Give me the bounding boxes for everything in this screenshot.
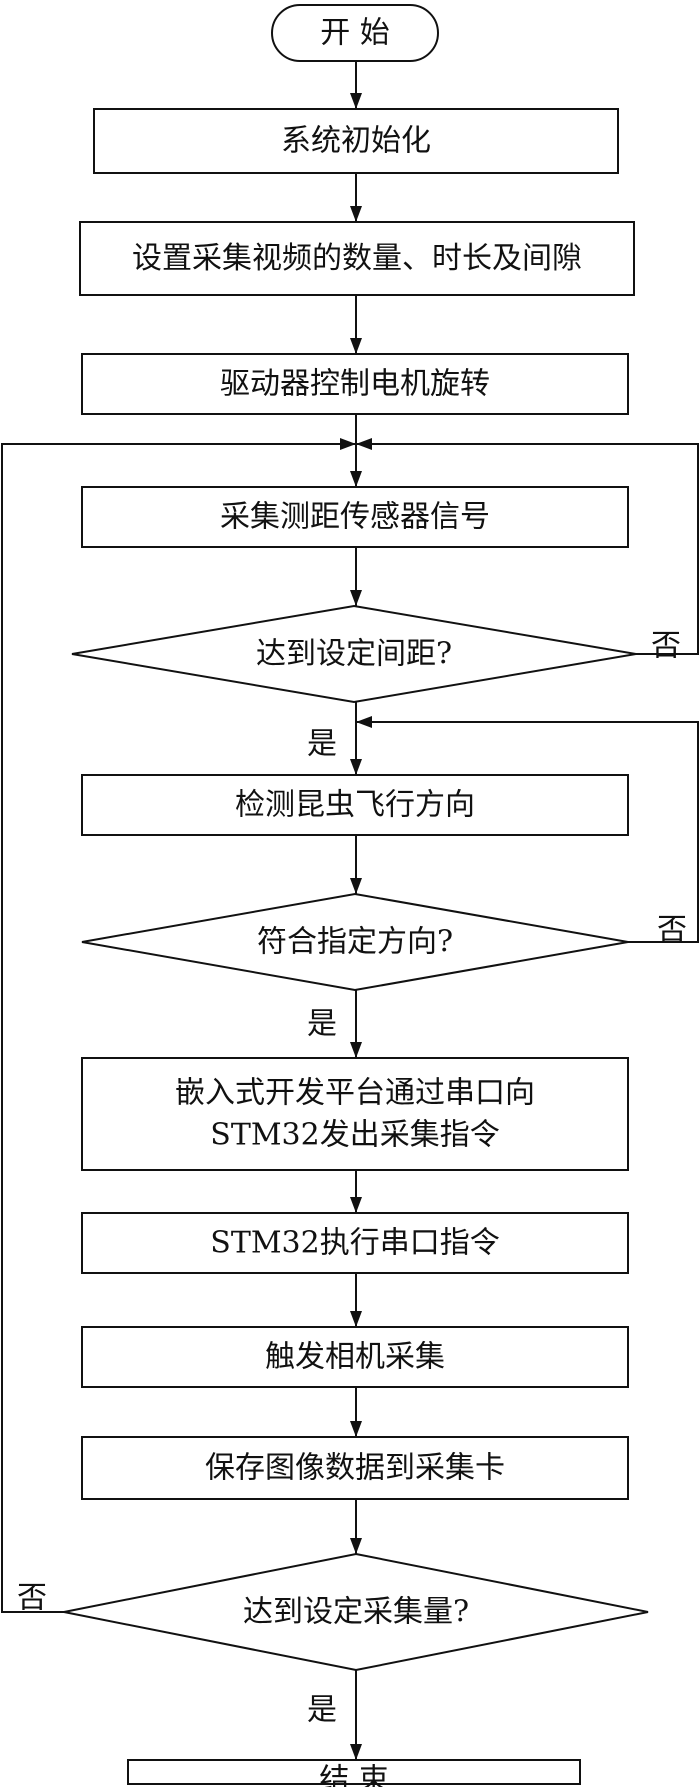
node-label: 设置采集视频的数量、时长及间隙 [132,241,582,276]
arrowhead [350,590,362,606]
node-check-distance: 达到设定间距? [71,604,637,704]
node-check-direction: 符合指定方向? [81,892,629,992]
arrowhead [350,1197,362,1213]
arrowhead [350,759,362,775]
node-label: STM32发出采集指令 [210,1118,499,1153]
edge-motor-to-sensor [350,414,362,487]
arrowhead [350,338,362,354]
process-shape [81,486,629,548]
node-save: 保存图像数据到采集卡 [81,1436,629,1500]
edge-label: 是 [307,1007,337,1042]
node-init: 系统初始化 [93,108,619,174]
node-label: 达到设定间距? [256,637,452,672]
terminal-shape [271,4,439,62]
node-execute: STM32执行串口指令 [81,1212,629,1274]
process-shape [81,353,629,415]
node-label: 系统初始化 [281,124,431,159]
edge-line [1,443,356,1613]
edge-label: 否 [17,1581,47,1616]
edge-check-distance-to-detect [350,702,362,775]
edge-check-count-to-sensor [1,438,356,1613]
edge-trigger-to-save [350,1387,362,1437]
node-label: 触发相机采集 [265,1340,445,1375]
node-detect: 检测昆虫飞行方向 [81,774,629,836]
process-shape [81,1436,629,1500]
edge-execute-to-trigger [350,1273,362,1327]
node-label: 嵌入式开发平台通过串口向 [175,1076,535,1111]
decision-shape [63,1552,649,1672]
arrowhead [350,1744,362,1760]
node-label: 结 束 [319,1763,389,1787]
node-start: 开 始 [271,4,439,62]
arrowhead [356,438,372,450]
arrowhead [350,471,362,487]
process-shape [81,1057,629,1171]
edge-save-to-check-count [350,1499,362,1554]
process-shape [93,108,619,174]
arrowhead [350,1311,362,1327]
edge-check-direction-to-detect [356,716,699,943]
process-shape [81,1212,629,1274]
edges [1,61,699,1760]
process-shape [81,1326,629,1388]
decision-shape [71,604,637,704]
node-sensor: 采集测距传感器信号 [81,486,629,548]
node-label: 达到设定采集量? [243,1595,469,1630]
process-shape [79,221,635,296]
node-check-count: 达到设定采集量? [63,1552,649,1672]
edge-line [356,443,699,655]
arrowhead [356,716,372,728]
arrowhead [350,878,362,894]
edge-check-distance-to-sensor [356,438,699,655]
process-shape [81,774,629,836]
edge-settings-to-motor [350,295,362,354]
arrowhead [340,438,356,450]
node-label: 采集测距传感器信号 [220,500,490,535]
node-end: 结 束 [127,1759,581,1787]
edge-start-to-init [350,61,362,109]
node-label: 保存图像数据到采集卡 [205,1451,505,1486]
node-trigger: 触发相机采集 [81,1326,629,1388]
edge-label: 是 [307,727,337,762]
node-label: 驱动器控制电机旋转 [220,367,490,402]
arrowhead [350,93,362,109]
edge-line [356,721,699,943]
edge-label: 否 [651,629,681,664]
node-label: 开 始 [320,16,390,51]
edge-send-to-execute [350,1170,362,1213]
decision-shape [81,892,629,992]
arrowhead [350,1421,362,1437]
nodes: 开 始系统初始化设置采集视频的数量、时长及间隙驱动器控制电机旋转采集测距传感器信… [63,4,649,1787]
node-motor: 驱动器控制电机旋转 [81,353,629,415]
node-settings: 设置采集视频的数量、时长及间隙 [79,221,635,296]
edge-check-direction-to-send [350,990,362,1058]
arrowhead [350,206,362,222]
arrowhead [350,1538,362,1554]
edge-check-count-to-end [350,1670,362,1760]
node-label: STM32执行串口指令 [210,1226,499,1261]
edge-detect-to-check-direction [350,835,362,894]
edge-label: 是 [307,1693,337,1728]
node-label: 检测昆虫飞行方向 [235,788,475,823]
process-shape [127,1759,581,1785]
node-label: 符合指定方向? [257,925,453,960]
edge-label: 否 [657,913,687,948]
node-send: 嵌入式开发平台通过串口向 STM32发出采集指令 [81,1057,629,1171]
edge-init-to-settings [350,173,362,222]
edge-sensor-to-check-distance [350,547,362,606]
arrowhead [350,1042,362,1058]
